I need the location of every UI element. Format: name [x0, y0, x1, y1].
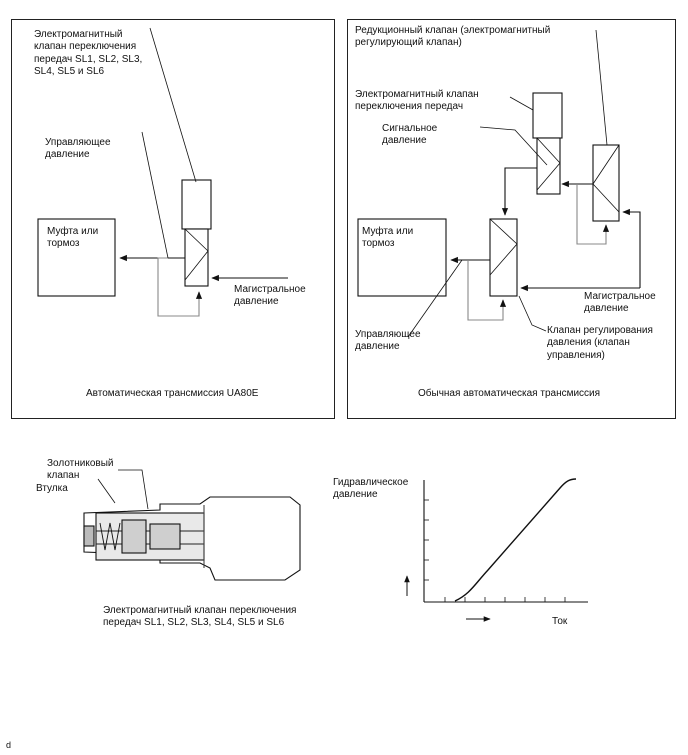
right-line-pressure-label: Магистральное давление — [584, 291, 656, 315]
spring — [99, 522, 121, 551]
right-clutch-label: Муфта или тормоз — [362, 226, 414, 250]
shift-solenoid-label: Электромагнитный клапан переключения пер… — [355, 89, 479, 113]
spool-label: Золотниковый клапан — [47, 458, 114, 482]
left-valve-body — [184, 228, 209, 287]
right-line-to-reducing — [622, 208, 641, 288]
reducing-valve-label: Редукционный клапан (электромагнитный ре… — [355, 25, 551, 49]
right-reducing-feedback — [576, 184, 610, 245]
conventional-at-panel — [347, 19, 676, 419]
right-caption: Обычная автоматическая трансмиссия — [418, 388, 601, 399]
corner-mark: d — [6, 740, 12, 750]
x-ticks — [444, 597, 566, 602]
left-feedback-line — [157, 257, 203, 317]
left-schematic — [37, 27, 288, 317]
graph-ylabel: Гидравлическое давление — [333, 477, 409, 501]
sleeve-leader — [97, 478, 116, 504]
y-ticks — [424, 499, 429, 581]
left-solenoid-label: Электромагнитный клапан переключения пер… — [34, 29, 143, 78]
right-schematic — [357, 29, 641, 338]
left-line-pressure-label: Магистральное давление — [234, 284, 306, 308]
left-valve-symbol — [184, 228, 209, 286]
signal-pressure-label: Сигнальное давление — [382, 123, 438, 147]
right-clutch-box — [357, 218, 447, 297]
right-control-pressure-label: Управляющее давление — [355, 329, 421, 353]
pressure-current-graph — [404, 478, 588, 622]
graph-xlabel: Ток — [552, 616, 568, 627]
left-caption: Автоматическая трансмиссия UA80E — [86, 388, 259, 399]
solenoid-cutaway — [83, 469, 301, 581]
left-control-pressure-label: Управляющее давление — [45, 137, 111, 161]
pressure-curve — [454, 478, 577, 602]
right-control-feedback — [467, 260, 507, 321]
left-leader-control — [141, 131, 169, 259]
left-solenoid-coil — [181, 179, 212, 230]
sleeve-label: Втулка — [36, 483, 68, 494]
left-clutch-label: Муфта или тормоз — [47, 226, 99, 250]
spool-leader — [118, 469, 149, 510]
right-reducing-valve — [592, 144, 620, 222]
cutaway-caption: Электромагнитный клапан переключения пер… — [103, 605, 297, 629]
right-solenoid-coil — [532, 92, 563, 139]
left-leader-solenoid — [149, 27, 197, 183]
right-signal-line — [501, 167, 537, 216]
ua80e-panel — [11, 19, 335, 419]
control-valve-label: Клапан регулирования давления (клапан уп… — [547, 325, 653, 361]
spool-valve — [121, 519, 147, 554]
left-clutch-box — [37, 218, 116, 297]
right-control-valve — [489, 218, 518, 297]
